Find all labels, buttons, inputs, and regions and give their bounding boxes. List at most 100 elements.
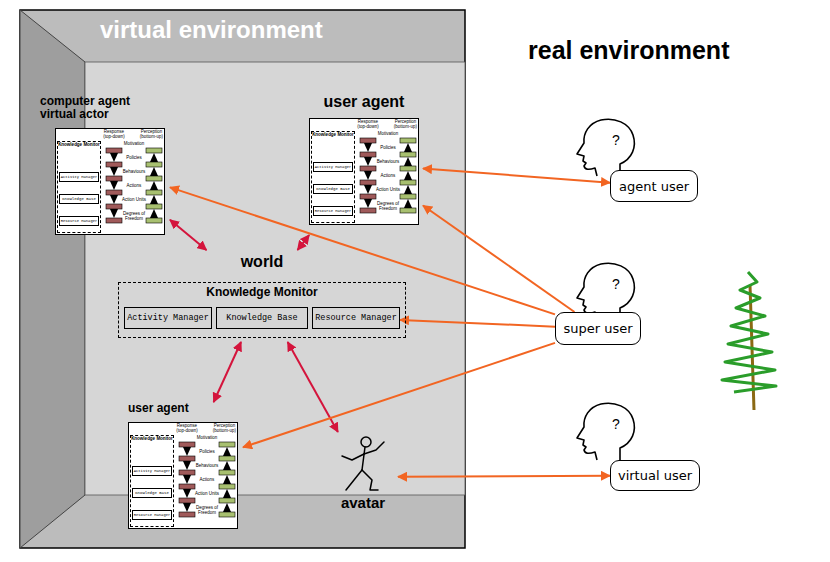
connector [398, 476, 610, 477]
up-arrow [404, 185, 412, 194]
up-arrow [223, 489, 231, 498]
up-arrow [223, 461, 231, 470]
layer-label: Degrees of Freedom [122, 212, 146, 222]
response-bar [179, 498, 195, 503]
layer-label: Action Units [122, 198, 146, 203]
layer-label: Policies [122, 156, 146, 161]
manager-box: Activity Manager [132, 466, 172, 476]
down-arrow [110, 167, 118, 176]
layer-label: Policies [195, 450, 219, 455]
layer-label: Motivation [376, 132, 400, 137]
response-bar [360, 180, 376, 185]
response-bar [106, 190, 122, 195]
user-label: super user [563, 321, 632, 336]
perception-bar [219, 456, 235, 461]
response-bar [179, 512, 195, 517]
up-arrow [150, 153, 158, 162]
figure-stroke [346, 470, 362, 490]
up-arrow [223, 475, 231, 484]
manager-box: Knowledge Base [59, 194, 99, 204]
perception-bar [146, 176, 162, 181]
user-box: agent user [610, 170, 698, 202]
avatar-figure: avatar [328, 432, 398, 522]
manager-box: Activity Manager [313, 162, 353, 172]
knowledge-monitor: Knowledge MonitorActivity ManagerKnowled… [57, 141, 101, 233]
down-arrow [364, 199, 372, 208]
person-head [577, 403, 634, 460]
response-bar [360, 138, 376, 143]
manager-label: Knowledge Base [316, 187, 350, 191]
layer-label: Degrees of Freedom [195, 506, 219, 516]
manager-box: Activity Manager [124, 307, 212, 329]
manager-label: Resource Manager [134, 513, 170, 517]
perception-bar [219, 498, 235, 503]
perception-bar [146, 148, 162, 153]
figure-stroke [362, 470, 378, 490]
response-bar [179, 470, 195, 475]
response-bar [106, 218, 122, 223]
down-arrow [183, 489, 191, 498]
figure-stroke [364, 442, 384, 454]
perception-bar [400, 194, 416, 199]
layer-label: Behaviours [195, 464, 219, 469]
column-header: Perception (bottom-up) [211, 424, 238, 434]
column-header: Perception (bottom-up) [138, 130, 165, 140]
response-bar [106, 204, 122, 209]
question-mark: ? [612, 276, 620, 292]
perception-bar [400, 166, 416, 171]
up-arrow [404, 157, 412, 166]
perception-bar [219, 442, 235, 447]
manager-label: Resource Manager [315, 313, 397, 323]
layer-label: Actions [195, 478, 219, 483]
down-arrow [183, 461, 191, 470]
monitor-title: Knowledge Monitor [58, 143, 100, 148]
figure-stroke [342, 454, 364, 460]
box-frame [20, 10, 465, 548]
layer-label: Policies [376, 146, 400, 151]
agent-title: user agent [305, 93, 423, 111]
down-arrow [364, 185, 372, 194]
up-arrow [150, 195, 158, 204]
user-box: super user [555, 312, 641, 345]
up-arrow [150, 167, 158, 176]
down-arrow [110, 153, 118, 162]
perception-bar [146, 218, 162, 223]
avatar-label: avatar [328, 494, 398, 511]
down-arrow [183, 503, 191, 512]
column-header: Response (top-down) [173, 424, 201, 434]
knowledge-monitor: Knowledge MonitorActivity ManagerKnowled… [130, 435, 174, 527]
down-arrow [183, 447, 191, 456]
up-arrow [223, 503, 231, 512]
manager-label: Knowledge Base [62, 197, 96, 201]
connector [423, 205, 575, 312]
layer-label: Behaviours [122, 170, 146, 175]
box-left-wall [20, 10, 85, 548]
column-header: Perception (bottom-up) [392, 120, 419, 130]
manager-box: Knowledge Base [132, 488, 172, 498]
up-arrow [404, 171, 412, 180]
connector [423, 168, 610, 182]
knowledge-monitor: Knowledge MonitorActivity ManagerKnowled… [118, 282, 406, 338]
layer-label: Degrees of Freedom [376, 202, 400, 212]
response-bar [360, 152, 376, 157]
question-mark: ? [612, 132, 620, 148]
up-arrow [150, 209, 158, 218]
manager-box: Resource Manager [59, 216, 99, 226]
user-label: virtual user [618, 468, 692, 483]
up-arrow [404, 199, 412, 208]
response-bar [106, 176, 122, 181]
person-head [577, 119, 634, 176]
manager-box: Knowledge Base [313, 184, 353, 194]
connector [243, 343, 555, 447]
manager-label: Activity Manager [315, 165, 351, 169]
response-bar [179, 442, 195, 447]
figure-stroke [361, 437, 371, 447]
agent-title: computer agent virtual actor [40, 95, 152, 121]
response-bar [360, 166, 376, 171]
connector [400, 320, 555, 327]
perception-bar [400, 208, 416, 213]
layer-label: Behaviours [376, 160, 400, 165]
monitor-title: Knowledge Monitor [312, 133, 354, 138]
down-arrow [110, 181, 118, 190]
